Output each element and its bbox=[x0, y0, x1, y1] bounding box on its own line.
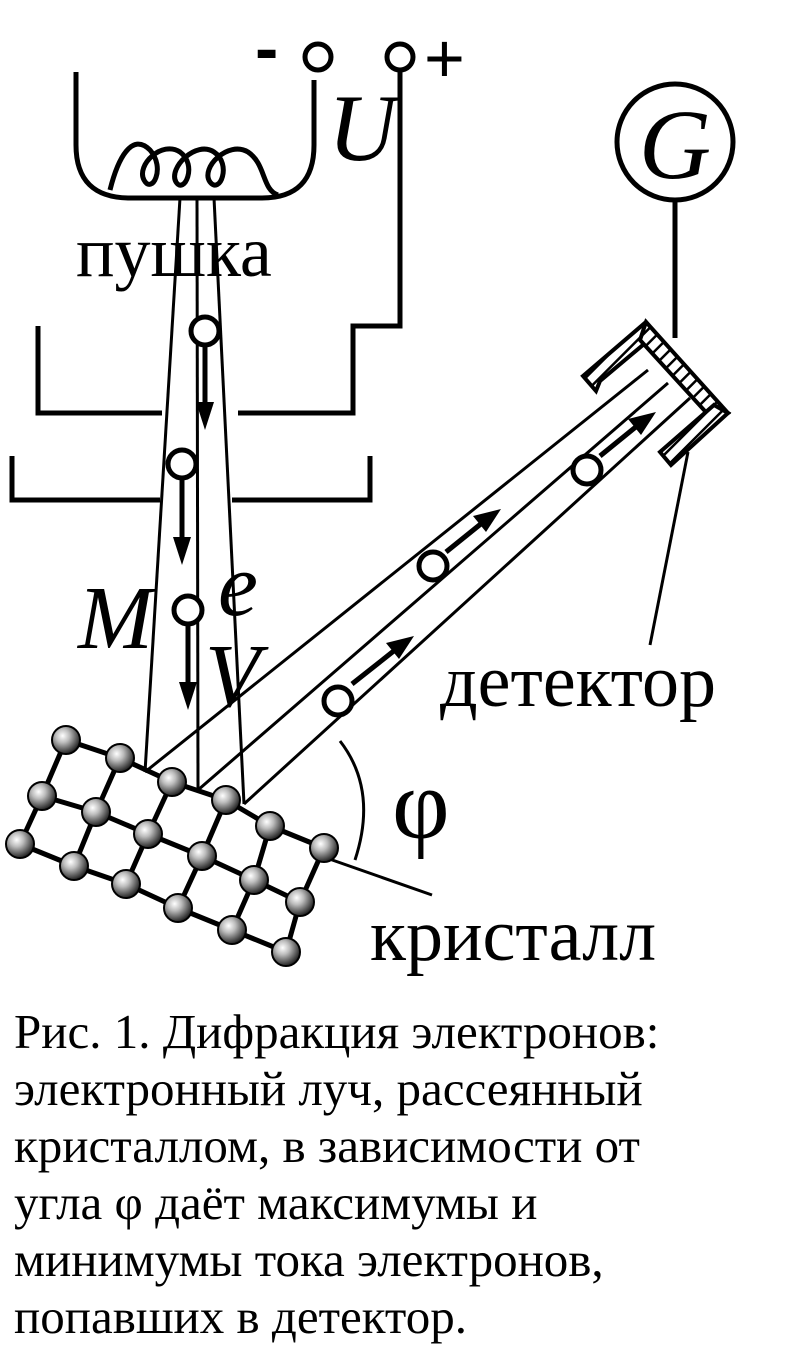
gun-cup bbox=[73, 72, 317, 201]
lattice-atom bbox=[271, 937, 301, 967]
incident-electrons bbox=[165, 314, 222, 710]
lattice-atom bbox=[5, 829, 35, 859]
electron bbox=[188, 314, 222, 348]
velocity-arrow bbox=[598, 424, 639, 458]
velocity-arrow bbox=[350, 648, 397, 686]
beam-left-edge bbox=[143, 197, 182, 773]
voltage-label: U bbox=[328, 75, 402, 181]
arrow-head bbox=[179, 682, 197, 710]
lattice-atom bbox=[157, 767, 187, 797]
detector-label: детектор bbox=[440, 641, 716, 723]
lattice-atom bbox=[51, 725, 81, 755]
caption-line: Рис. 1. Дифракция электронов: bbox=[14, 1004, 660, 1059]
beam-center bbox=[195, 197, 200, 791]
lattice-atom bbox=[81, 797, 111, 827]
crystal-label: кристалл bbox=[370, 895, 656, 977]
lattice-atom bbox=[105, 743, 135, 773]
caption-line: угла φ даёт максимумы и bbox=[14, 1175, 538, 1230]
angle-label: φ bbox=[392, 749, 450, 860]
velocity-arrow bbox=[444, 521, 484, 554]
incident-beam bbox=[143, 197, 246, 805]
lattice-atom bbox=[309, 833, 339, 863]
caption-line: минимумы тока электронов, bbox=[14, 1232, 604, 1287]
arrow-head bbox=[173, 537, 191, 565]
plus-sign: + bbox=[424, 19, 465, 97]
caption-line: кристаллом, в зависимости от bbox=[14, 1118, 640, 1173]
arrow-head bbox=[386, 636, 414, 659]
lattice-atom bbox=[285, 887, 315, 917]
electron-label: e bbox=[218, 536, 258, 635]
caption-line: электронный луч, рассеянный bbox=[14, 1061, 643, 1116]
electron bbox=[321, 684, 355, 718]
galvanometer-label: G bbox=[639, 89, 711, 200]
angle-arc bbox=[338, 740, 366, 861]
lattice-atom bbox=[59, 851, 89, 881]
figure-caption: Рис. 1. Дифракция электронов: электронны… bbox=[14, 1003, 789, 1345]
electron-gun bbox=[73, 41, 416, 416]
velocity-label: V bbox=[205, 627, 269, 726]
electron bbox=[416, 549, 450, 583]
electron bbox=[171, 593, 205, 627]
detector bbox=[580, 318, 732, 468]
minus-sign: - bbox=[255, 9, 278, 87]
detector-pointer bbox=[648, 451, 690, 646]
lattice-atom bbox=[211, 785, 241, 815]
galvanometer: G bbox=[614, 81, 736, 338]
anode-plates bbox=[9, 326, 373, 503]
crystal-pointer bbox=[317, 853, 433, 897]
lattice-atom bbox=[133, 819, 163, 849]
arrow-head bbox=[196, 402, 214, 430]
caption-line: попавших в детектор. bbox=[14, 1289, 467, 1344]
electron-diffraction-diagram: G - + U пушка M e V φ детектор кристалл bbox=[5, 9, 736, 977]
scattered-upper-edge bbox=[144, 368, 649, 774]
lattice-atom bbox=[187, 841, 217, 871]
detector-wall-top bbox=[580, 319, 659, 395]
beam-right-edge bbox=[212, 197, 246, 805]
arrow-head bbox=[473, 509, 501, 532]
plus-wire bbox=[238, 70, 403, 416]
plus-terminal bbox=[384, 41, 416, 73]
arrow-head bbox=[628, 412, 656, 435]
lattice-atom bbox=[217, 915, 247, 945]
scattered-center bbox=[197, 381, 669, 792]
electron bbox=[570, 453, 604, 487]
lower-plate-left bbox=[9, 456, 160, 503]
crystal-lattice bbox=[5, 725, 339, 967]
lattice-atom bbox=[163, 893, 193, 923]
scattered-beam bbox=[144, 368, 692, 806]
lattice-atom bbox=[239, 865, 269, 895]
mass-label: M bbox=[76, 569, 158, 668]
electron bbox=[165, 447, 199, 481]
gun-label: пушка bbox=[76, 212, 272, 292]
scattered-electrons bbox=[321, 412, 656, 718]
upper-plate-left bbox=[35, 326, 162, 416]
lattice-atom bbox=[255, 811, 285, 841]
lattice-atom bbox=[27, 781, 57, 811]
scattered-lower-edge bbox=[242, 396, 692, 806]
lower-plate-right bbox=[232, 456, 373, 503]
lattice-atom bbox=[111, 869, 141, 899]
filament-coil bbox=[107, 141, 280, 198]
minus-terminal bbox=[302, 41, 334, 73]
detector-wall-bottom bbox=[657, 402, 732, 468]
